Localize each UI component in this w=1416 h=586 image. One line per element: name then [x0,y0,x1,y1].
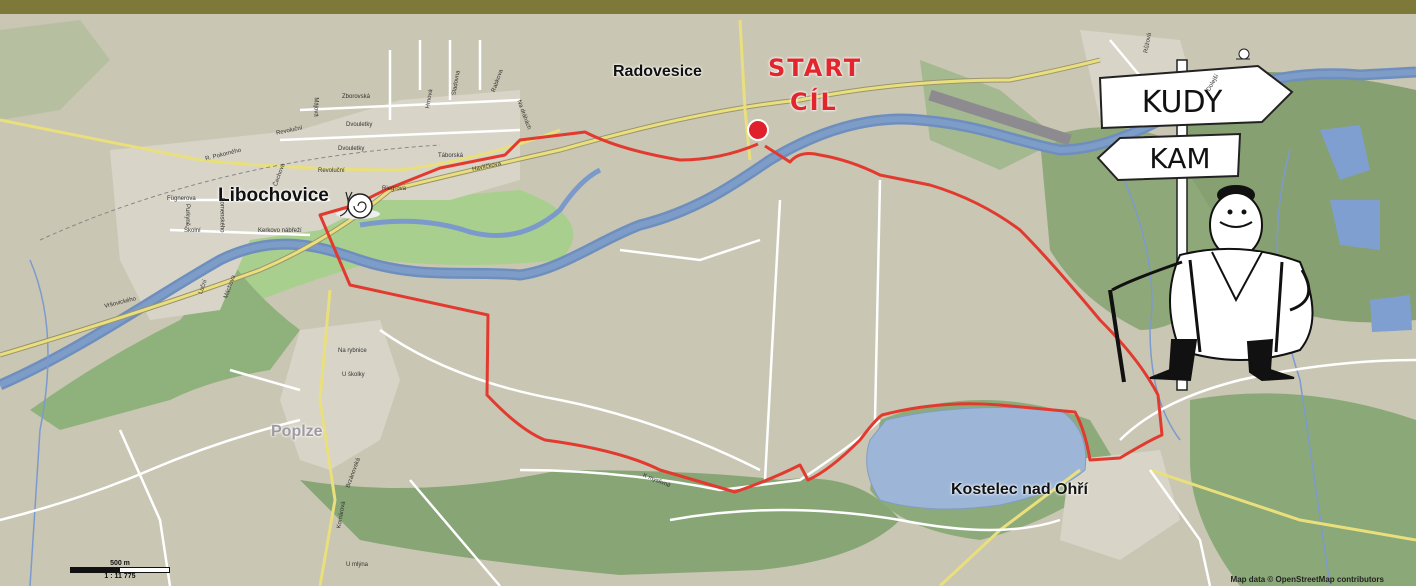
street-label: Májová [312,97,319,117]
top-bar [0,0,1416,14]
scale-distance: 500 m [110,560,130,567]
forest-patch [300,470,900,575]
signpost: KUDY KAM [1096,59,1294,391]
scale-bar-graphic [70,567,170,573]
town-kostelec [1060,450,1180,560]
street-label: Fügnerova [167,196,196,202]
main-road [738,19,752,161]
sign-arrow-kam [1096,132,1242,182]
pond [1330,200,1380,250]
start-label: START [768,54,863,82]
street-label: Táborská [438,153,464,159]
map-attribution: Map data © OpenStreetMap contributors [1230,575,1384,584]
street-label: U mlýna [346,562,369,568]
finish-label: CÍL [790,88,838,116]
main-road [0,118,561,172]
town-poplze [280,320,400,470]
sign-kudy-text: KUDY [1142,85,1223,120]
street-label: Purkyně [184,203,191,227]
cartoon-man [1108,185,1314,383]
snail-logo [336,191,380,219]
street-label: Kerkovo nábřeží [258,228,302,234]
street-label: Riegrova [382,186,407,192]
start-marker [747,119,769,141]
sign-arrow-kudy [1098,64,1294,130]
place-kostelec: Kostelec nad Ohří [951,481,1088,498]
street-label: Školní [184,228,201,234]
forest-patch [1190,393,1416,586]
street-label: U školky [342,372,365,378]
sign-kam-text: KAM [1149,142,1210,175]
street-label: Komenského [218,197,225,233]
scale-bar: 500 m 1 : 11 775 [70,560,170,580]
street-label: Zborovská [342,94,371,100]
street-label: Revoluční [318,168,345,174]
map-svg: KUDY KAM [0,14,1416,586]
small-snail [1236,48,1250,60]
pond [1320,125,1370,180]
main-road [318,289,337,586]
meadow [0,20,110,120]
scale-ratio: 1 : 11 775 [104,573,136,580]
main-road [0,58,1101,357]
forest-patch [30,260,300,430]
minor-roads [0,39,1416,586]
main-road [1149,468,1416,542]
pond [1370,295,1412,332]
place-poplze: Poplze [271,423,323,440]
street-label: Dvouletky [338,146,365,152]
street-label: Dvouletky [346,122,373,128]
place-radovesice: Radovesice [613,63,702,80]
airstrip [928,89,1072,146]
street-label: Na rybnice [338,348,367,354]
route-line [318,130,1164,494]
railway [39,144,441,241]
place-libochovice: Libochovice [218,185,329,206]
